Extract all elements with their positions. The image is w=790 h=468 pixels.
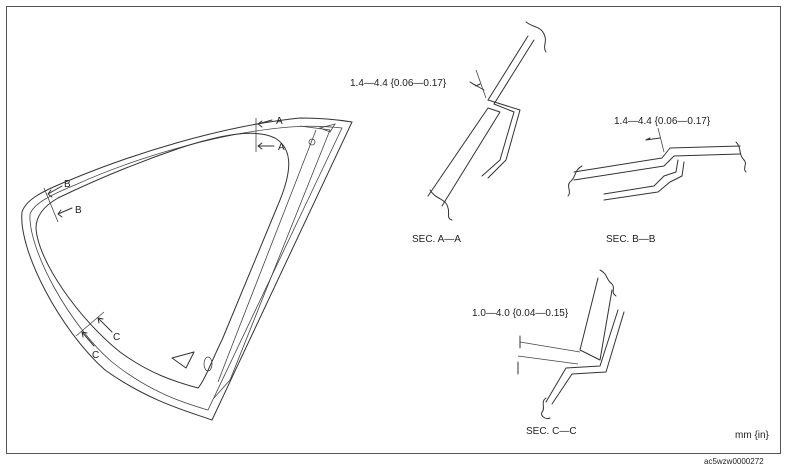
sec-aa-glass-outer (427, 107, 501, 207)
sec-bb-label: SEC. B—B (606, 234, 656, 245)
cut-arrow-c-bottom (81, 331, 95, 347)
sec-aa-dim-leader (469, 81, 477, 87)
sec-cc-glass (545, 309, 625, 405)
sec-bb-dimension: 1.4—4.4 {0.06—0.17} (614, 116, 711, 127)
sec-cc-dim-line-bottom (517, 355, 579, 365)
cut-arrow-b-top (47, 185, 63, 198)
sec-bb-left-break (567, 165, 583, 197)
sec-cc-bottom-break (541, 397, 551, 419)
glass-top-hole (308, 138, 316, 146)
glass-top-clip (318, 123, 336, 133)
sec-bb-panel-upper (573, 145, 741, 181)
marker-c-bottom: C (92, 350, 99, 361)
sec-bb-dim-ext (657, 127, 665, 153)
cut-line-b (43, 187, 59, 223)
marker-a-top: A (276, 116, 283, 127)
sec-cc-label: SEC. C—C (526, 426, 577, 437)
section-b-b: 1.4—4.4 {0.06—0.17} SEC. B—B (567, 116, 747, 245)
section-a-a: 1.4—4.4 {0.06—0.17} SEC. A—A (350, 21, 547, 245)
sec-bb-right-break (735, 141, 747, 173)
quarter-window-glass: A A B B C C (21, 116, 353, 421)
sec-cc-flange (579, 277, 613, 361)
sec-aa-panel-break (525, 21, 547, 53)
sec-cc-dim-arrows (517, 335, 521, 375)
glass-bottom-oval (203, 356, 213, 372)
glass-bottom-tab (171, 351, 195, 369)
marker-b-top: B (64, 179, 71, 190)
units-label: mm {in} (735, 430, 770, 441)
sec-aa-panel-outer (487, 35, 529, 101)
cut-line-c (75, 311, 105, 337)
sec-bb-dim-arrow (645, 137, 661, 141)
sec-aa-dimension: 1.4—4.4 {0.06—0.17} (350, 78, 447, 89)
sec-cc-dim-line-top (519, 341, 581, 353)
cut-arrow-a-top (257, 119, 273, 128)
sec-aa-panel-step (481, 99, 521, 179)
glass-inner-opening (35, 132, 290, 389)
sec-aa-label: SEC. A—A (412, 234, 461, 245)
marker-a-bottom: A (278, 142, 285, 153)
marker-b-bottom: B (75, 205, 82, 216)
sec-aa-dim-ext (475, 69, 487, 99)
sec-cc-dimension: 1.0—4.0 {0.04—0.15} (472, 308, 569, 319)
cut-arrow-a-bottom (257, 142, 275, 150)
sec-bb-glass (603, 159, 685, 201)
sec-cc-top-break (599, 269, 617, 297)
glass-outer-outline (21, 117, 353, 421)
marker-c-top: C (113, 332, 120, 343)
figure-border (6, 6, 781, 454)
glass-pillar-strip-inner (217, 129, 317, 383)
figure-code: ac5wzw0000272 (704, 457, 764, 466)
sec-aa-glass-break (429, 189, 453, 221)
section-c-c: 1.0—4.0 {0.04—0.15} SEC. C—C (472, 269, 625, 437)
cut-arrow-c-top (97, 317, 113, 333)
cut-arrow-b-bottom (57, 207, 73, 218)
sec-aa-panel-inner (493, 39, 535, 105)
glass-pillar-strip (213, 125, 331, 399)
